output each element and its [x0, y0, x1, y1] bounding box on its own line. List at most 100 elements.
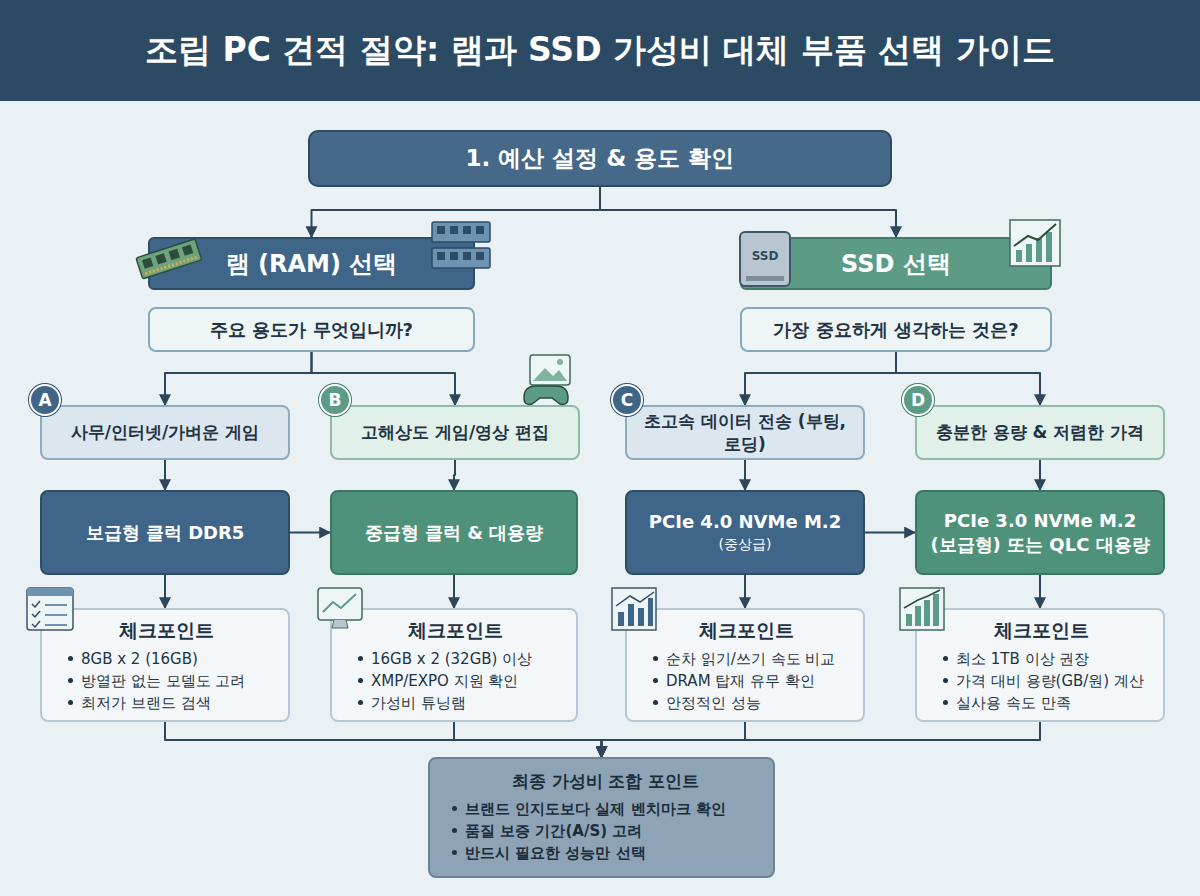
node-text: 보급형 클럭 DDR5	[86, 521, 245, 545]
node-text: SSD 선택	[841, 248, 951, 280]
bullet-row: 실사용 속도 만족	[943, 693, 1153, 715]
bullet-dot	[68, 656, 73, 661]
option-box: 사무/인터넷/가벼운 게임	[40, 405, 290, 460]
flow-arrow	[164, 460, 166, 490]
bullet-row: XMP/EXPO 지원 확인	[358, 671, 566, 693]
bullet-text: 품질 보증 기간(A/S) 고려	[465, 821, 642, 843]
bullet-row: DRAM 탑재 유무 확인	[653, 671, 853, 693]
node-text: 주요 용도가 무엇입니까?	[210, 318, 413, 342]
flow-arrow	[453, 575, 455, 608]
checkpoint-box: 체크포인트순차 읽기/쓰기 속도 비교DRAM 탑재 유무 확인안정적인 성능	[625, 608, 865, 722]
bullet-dot	[452, 806, 457, 811]
bullet-dot	[452, 850, 457, 855]
flow-arrow	[165, 722, 602, 757]
node-text: 고해상도 게임/영상 편집	[361, 421, 549, 444]
bullet-text: 가성비 튜닝램	[371, 693, 466, 715]
bullet-text: 안정적인 성능	[666, 693, 761, 715]
node-text: PCIe 3.0 NVMe M.2 (보급형) 또는 QLC 대용량	[929, 509, 1151, 556]
bullet-text: 방열판 없는 모델도 고려	[81, 671, 245, 693]
node-text: 1. 예산 설정 & 용도 확인	[466, 143, 735, 174]
bullet-dot	[358, 656, 363, 661]
bullet-dot	[943, 656, 948, 661]
bullet-dot	[653, 700, 658, 705]
bullet-row: 가격 대비 용량(GB/원) 계산	[943, 671, 1153, 693]
node-text: B	[329, 390, 342, 410]
flow-arrow	[744, 460, 746, 490]
option-badge: B	[319, 384, 351, 416]
bullet-row: 최소 1TB 이상 권장	[943, 649, 1153, 671]
bullet-dot	[452, 828, 457, 833]
result-box: PCIe 4.0 NVMe M.2 (중상급)	[625, 490, 865, 575]
bullet-row: 8GB x 2 (16GB)	[68, 649, 278, 671]
node-text: 충분한 용량 & 저렴한 가격	[936, 421, 1145, 444]
heading-text: 최종 가성비 조합 포인트	[452, 770, 759, 793]
result-box: 중급형 클럭 & 대용량	[330, 490, 578, 575]
node-text: D	[911, 390, 925, 410]
flow-arrow	[165, 352, 312, 405]
bullet-row: 가성비 튜닝램	[358, 693, 566, 715]
flow-arrow	[1039, 575, 1041, 608]
bullet-dot	[358, 678, 363, 683]
question-box: 주요 용도가 무엇입니까?	[148, 307, 475, 352]
bullet-dot	[68, 700, 73, 705]
flow-arrow	[865, 532, 915, 534]
bullet-text: 최저가 브랜드 검색	[81, 693, 211, 715]
option-box: 초고속 데이터 전송 (부팅, 로딩)	[625, 405, 865, 460]
bullet-text: DRAM 탑재 유무 확인	[666, 671, 815, 693]
media-icon	[524, 355, 570, 404]
bullet-text: 반드시 필요한 성능만 선택	[465, 843, 646, 865]
checkpoint-box: 체크포인트 8GB x 2 (16GB)방열판 없는 모델도 고려최저가 브랜드 …	[40, 608, 290, 722]
bullet-row: 품질 보증 기간(A/S) 고려	[452, 821, 759, 843]
question-box: 가장 중요하게 생각하는 것은?	[740, 307, 1052, 352]
summary-box: 최종 가성비 조합 포인트브랜드 인지도보다 실제 벤치마크 확인품질 보증 기…	[428, 757, 775, 878]
bullet-text: 최소 1TB 이상 권장	[956, 649, 1089, 671]
result-box: 보급형 클럭 DDR5	[40, 490, 290, 575]
flow-arrow	[454, 722, 602, 757]
bullet-text: 가격 대비 용량(GB/원) 계산	[956, 671, 1144, 693]
node-text: 가장 중요하게 생각하는 것은?	[773, 318, 1018, 342]
title-text: 조립 PC 견적 절약: 램과 SSD 가성비 대체 부품 선택 가이드	[145, 28, 1055, 73]
bullet-text: 8GB x 2 (16GB)	[81, 649, 198, 671]
flow-arrow	[602, 722, 1041, 757]
node-text: PCIe 4.0 NVMe M.2	[649, 511, 841, 532]
bullet-dot	[943, 700, 948, 705]
node-text: A	[38, 390, 51, 410]
flow-arrow	[744, 575, 746, 608]
section-band: SSD 선택	[740, 237, 1052, 290]
result-box: PCIe 3.0 NVMe M.2 (보급형) 또는 QLC 대용량	[915, 490, 1165, 575]
checkpoint-box: 체크포인트최소 1TB 이상 권장가격 대비 용량(GB/원) 계산실사용 속도…	[915, 608, 1165, 722]
bullet-text: XMP/EXPO 지원 확인	[371, 671, 518, 693]
bullet-row: 최저가 브랜드 검색	[68, 693, 278, 715]
checkpoint-box: 체크포인트 16GB x 2 (32GB) 이상XMP/EXPO 지원 확인가성비…	[330, 608, 578, 722]
bullet-dot	[358, 700, 363, 705]
option-badge: D	[902, 384, 934, 416]
option-badge: C	[611, 384, 643, 416]
bullet-row: 브랜드 인지도보다 실제 벤치마크 확인	[452, 799, 759, 821]
flow-arrow	[290, 532, 330, 534]
heading-text: 체크포인트	[653, 618, 853, 644]
bullet-dot	[653, 656, 658, 661]
icon-label: SSD	[740, 249, 790, 263]
bullet-dot	[68, 678, 73, 683]
flow-arrow	[454, 460, 455, 490]
bullet-text: 브랜드 인지도보다 실제 벤치마크 확인	[465, 799, 726, 821]
flow-arrow	[1039, 460, 1041, 490]
heading-text: 체크포인트	[358, 618, 566, 644]
sub-text: (중상급)	[719, 536, 772, 554]
bullet-row: 순차 읽기/쓰기 속도 비교	[653, 649, 853, 671]
node-text: C	[621, 390, 633, 410]
node-text: 램 (RAM) 선택	[226, 248, 398, 280]
heading-text: 체크포인트	[68, 618, 278, 644]
flow-arrow	[164, 575, 166, 608]
heading-text: 체크포인트	[943, 618, 1153, 644]
flow-arrow	[745, 352, 896, 405]
bullet-row: 반드시 필요한 성능만 선택	[452, 843, 759, 865]
title-band: 조립 PC 견적 절약: 램과 SSD 가성비 대체 부품 선택 가이드	[0, 0, 1200, 101]
option-box: 충분한 용량 & 저렴한 가격	[915, 405, 1165, 460]
bullet-row: 안정적인 성능	[653, 693, 853, 715]
bullet-dot	[943, 678, 948, 683]
bullet-text: 16GB x 2 (32GB) 이상	[371, 649, 532, 671]
bullet-text: 순차 읽기/쓰기 속도 비교	[666, 649, 835, 671]
node-text: 초고속 데이터 전송 (부팅, 로딩)	[637, 410, 853, 456]
